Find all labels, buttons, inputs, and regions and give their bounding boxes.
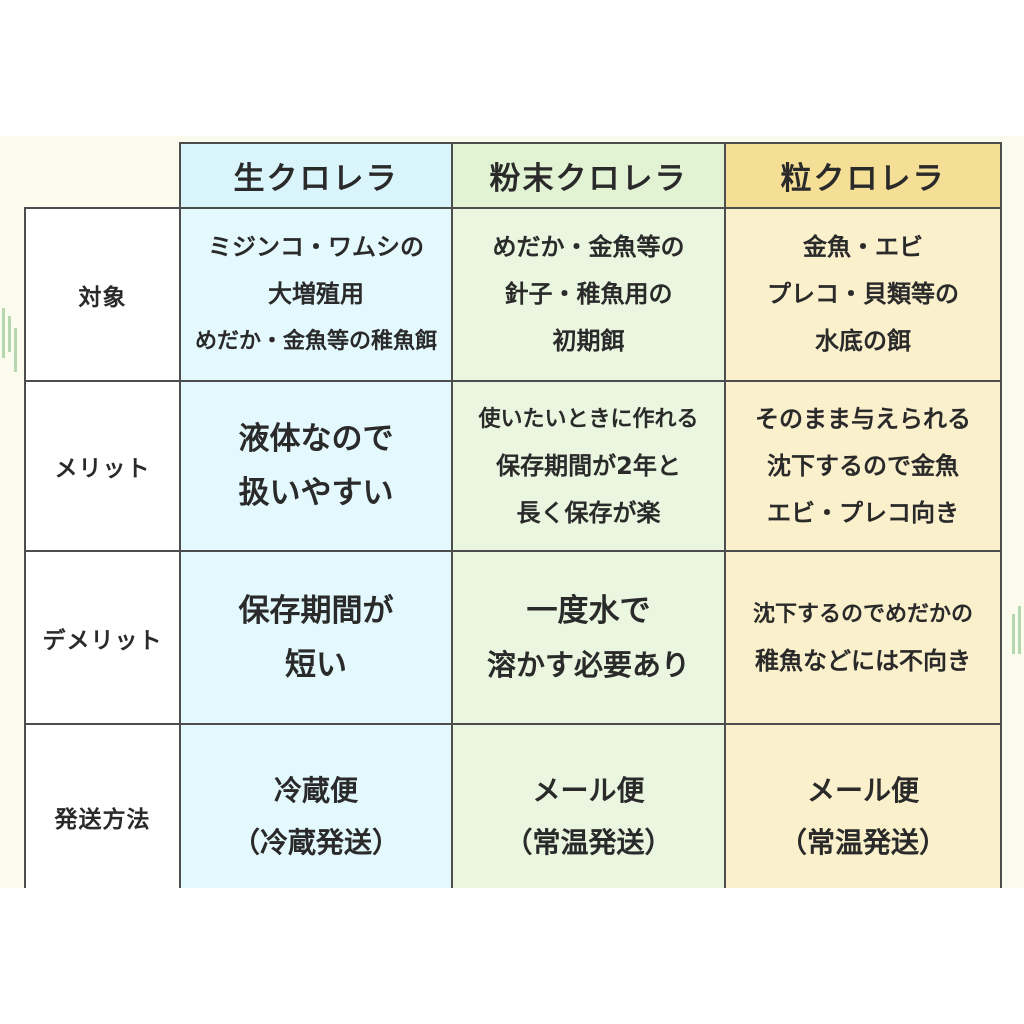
row-header-shipping: 発送方法 <box>24 723 181 888</box>
cell-line: 溶かす必要あり <box>486 647 690 682</box>
cell-target-raw: ミジンコ・ワムシの 大増殖用 めだか・金魚等の稚魚餌 <box>179 207 453 382</box>
cell-line: 金魚・エビ <box>803 233 923 261</box>
header-row: 生クロレラ 粉末クロレラ 粒クロレラ <box>25 142 1002 209</box>
cell-line: ミジンコ・ワムシの <box>208 233 424 261</box>
cell-shipping-raw: 冷蔵便 （冷蔵発送） <box>179 723 453 888</box>
cell-line: 大増殖用 <box>268 280 364 308</box>
cell-line: そのまま与えられる <box>755 404 971 433</box>
cell-line: 針子・稚魚用の <box>504 280 673 308</box>
cell-line: 水底の餌 <box>815 327 911 355</box>
cell-line: 短い <box>285 646 347 683</box>
cell-shipping-granule: メール便 （常温発送） <box>724 723 1002 888</box>
header-corner <box>25 143 181 209</box>
table-row-merit: メリット 液体なので 扱いやすい 使いたいときに作れる 保存期間が2年と 長く保… <box>24 380 1002 552</box>
cell-demerit-powder: 一度水で 溶かす必要あり <box>451 550 726 725</box>
cell-line: 初期餌 <box>552 327 625 355</box>
row-header-demerit: デメリット <box>24 550 181 725</box>
cell-target-granule: 金魚・エビ プレコ・貝類等の 水底の餌 <box>724 207 1002 382</box>
column-header-raw-chlorella: 生クロレラ <box>179 142 453 209</box>
cell-line: （常温発送） <box>504 825 673 859</box>
chlorella-comparison-table: 生クロレラ 粉末クロレラ 粒クロレラ 対象 ミジンコ・ワムシの 大増殖用 めだか… <box>24 142 1002 888</box>
cell-line: 沈下するのでめだかの <box>752 601 973 627</box>
cell-line: めだか・金魚等の <box>492 233 685 261</box>
row-header-target: 対象 <box>24 207 181 382</box>
column-header-granule-chlorella: 粒クロレラ <box>724 142 1002 209</box>
cell-line: （常温発送） <box>778 825 947 859</box>
cell-merit-powder: 使いたいときに作れる 保存期間が2年と 長く保存が楽 <box>451 380 726 552</box>
cell-line: 沈下するので金魚 <box>767 451 959 480</box>
cell-line: めだか・金魚等の稚魚餌 <box>194 329 437 354</box>
decorative-stripe <box>8 316 11 352</box>
cell-line: 保存期間が2年と <box>496 451 681 480</box>
cell-line: 保存期間が <box>238 592 394 629</box>
table-row-target: 対象 ミジンコ・ワムシの 大増殖用 めだか・金魚等の稚魚餌 めだか・金魚等の 針… <box>24 207 1002 382</box>
cell-demerit-granule: 沈下するのでめだかの 稚魚などには不向き <box>724 550 1002 725</box>
cell-shipping-powder: メール便 （常温発送） <box>451 723 726 888</box>
table-row-demerit: デメリット 保存期間が 短い 一度水で 溶かす必要あり 沈下するのでめだかの 稚… <box>24 550 1002 725</box>
table-row-shipping: 発送方法 冷蔵便 （冷蔵発送） メール便 （常温発送） メール便 （常温発送） <box>24 723 1002 888</box>
cell-line: メール便 <box>806 773 919 807</box>
cell-demerit-raw: 保存期間が 短い <box>179 550 453 725</box>
cell-line: メール便 <box>532 773 645 807</box>
row-header-merit: メリット <box>24 380 181 552</box>
decorative-stripe <box>1012 614 1015 654</box>
column-header-powder-chlorella: 粉末クロレラ <box>451 142 726 209</box>
cell-target-powder: めだか・金魚等の 針子・稚魚用の 初期餌 <box>451 207 726 382</box>
decorative-stripe <box>2 308 5 358</box>
cell-merit-raw: 液体なので 扱いやすい <box>179 380 453 552</box>
cell-line: 稚魚などには不向き <box>755 646 971 675</box>
cell-line: 長く保存が楽 <box>516 498 661 527</box>
cell-line: 冷蔵便 <box>273 773 358 807</box>
cell-line: エビ・プレコ向き <box>767 498 959 527</box>
cell-merit-granule: そのまま与えられる 沈下するので金魚 エビ・プレコ向き <box>724 380 1002 552</box>
cell-line: 扱いやすい <box>238 475 394 511</box>
cell-line: 液体なので <box>238 421 394 457</box>
cell-line: 一度水で <box>526 592 651 629</box>
comparison-panel: 生クロレラ 粉末クロレラ 粒クロレラ 対象 ミジンコ・ワムシの 大増殖用 めだか… <box>0 136 1024 888</box>
decorative-stripe <box>1018 606 1021 654</box>
cell-line: プレコ・貝類等の <box>767 280 959 308</box>
cell-line: 使いたいときに作れる <box>478 406 699 432</box>
cell-line: （冷蔵発送） <box>231 825 400 859</box>
decorative-stripe <box>14 328 17 372</box>
